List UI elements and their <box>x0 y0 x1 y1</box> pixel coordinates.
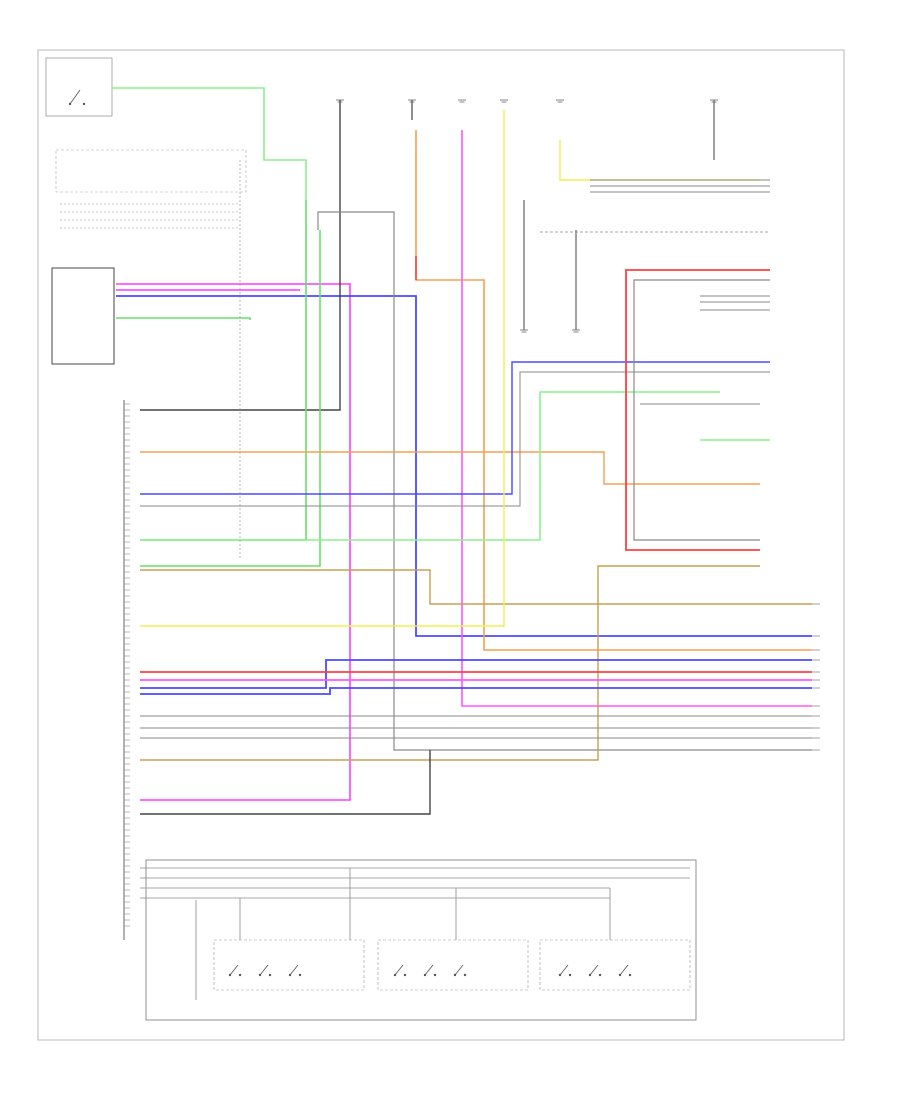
switch-contact-symbol <box>558 964 572 977</box>
ground-symbol <box>336 99 344 103</box>
switch-contact-symbol <box>288 964 302 977</box>
ecu-box <box>51 267 115 365</box>
bottom-switch-box-center <box>377 939 529 991</box>
wire-green-right <box>140 391 720 541</box>
wire-tan-2 <box>140 565 760 761</box>
switch-contact-symbol <box>423 964 437 977</box>
wire-yellow-low <box>140 280 505 627</box>
switch-symbols <box>68 89 632 977</box>
wire-green-ecu <box>116 317 251 320</box>
wire-green-top <box>112 87 307 200</box>
switch-contact-symbol <box>588 964 602 977</box>
connector-ticks <box>124 403 820 927</box>
wire-green-long <box>140 200 307 541</box>
wire-orange-v <box>415 130 812 651</box>
ground-symbol <box>408 99 416 103</box>
wire-pink-v <box>461 130 812 707</box>
wire-orange-long <box>140 451 760 485</box>
ground-symbol <box>520 329 528 333</box>
wire-gray-v <box>317 211 812 751</box>
switch-contact-symbol <box>618 964 632 977</box>
bottom-switch-box-left <box>213 939 365 991</box>
wire-red-right <box>625 269 770 551</box>
ground-symbol <box>458 99 466 103</box>
switch-contact-symbol <box>393 964 407 977</box>
relay-box <box>55 149 247 193</box>
wire-blue-long <box>140 361 770 495</box>
wire-tan-1 <box>140 569 812 605</box>
wire-gray-right <box>633 279 770 541</box>
wire-blue-ecu <box>116 295 812 637</box>
ground-symbol <box>710 99 718 103</box>
switch-contact-symbol <box>228 964 242 977</box>
wires-group <box>60 87 812 1000</box>
wire-magenta-1 <box>116 283 351 801</box>
ground-symbol <box>556 99 564 103</box>
wire-gray-mid <box>140 371 770 507</box>
wire-green-2 <box>140 230 321 567</box>
wire-yellow-h <box>559 140 760 181</box>
ground-symbol <box>572 329 580 333</box>
ground-symbols <box>336 99 718 333</box>
wire-blue-bundle-1 <box>140 659 812 689</box>
switch-contact-symbol <box>453 964 467 977</box>
wire-dark-v1 <box>140 100 341 411</box>
ground-symbol <box>500 99 508 103</box>
diagram-frame <box>37 49 845 1041</box>
top-left-switch-symbol <box>68 89 86 106</box>
top-left-switch-box <box>45 57 113 117</box>
wire-blue-bundle-2 <box>140 687 812 695</box>
bottom-switch-panel <box>145 859 697 1021</box>
switch-contact-symbol <box>258 964 272 977</box>
bottom-switch-box-right <box>539 939 691 991</box>
wire-dark-low <box>140 750 431 815</box>
